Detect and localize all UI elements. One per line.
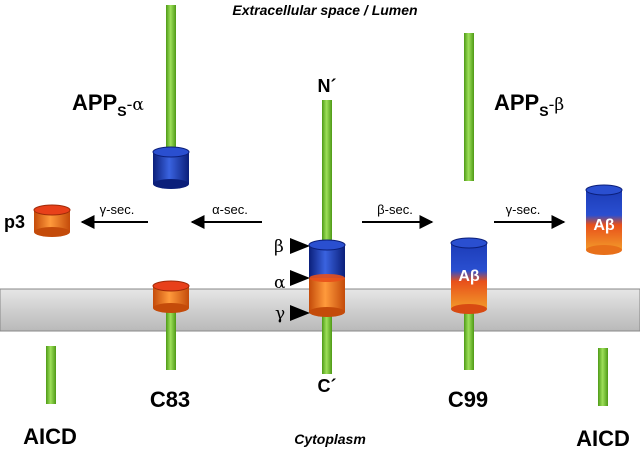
appsa-blue-cylinder — [152, 146, 190, 189]
gamma-sec-right-label: γ-sec. — [506, 202, 541, 217]
c99-stalk — [464, 306, 474, 370]
appsb-label: APPS-β — [494, 90, 564, 119]
appsa-label: APPS-α — [72, 90, 144, 119]
beta-sec-label: β-sec. — [377, 202, 413, 217]
extracellular-label: Extracellular space / Lumen — [232, 2, 417, 18]
app-abeta-cylinder — [308, 239, 346, 317]
beta-site-marker — [290, 238, 310, 254]
gamma-site-label: γ — [275, 304, 285, 324]
app-stalk-top — [322, 100, 332, 245]
c-terminus-label: C´ — [318, 376, 337, 396]
p3-cylinder — [33, 204, 71, 237]
alpha-site-label: α — [274, 273, 286, 293]
c83-cylinder — [152, 280, 190, 313]
beta-site-label: β — [274, 237, 284, 257]
aicd-left-label: AICD — [23, 424, 77, 449]
c99-abeta-cylinder — [450, 237, 488, 314]
gamma-sec-left-label: γ-sec. — [100, 202, 135, 217]
gamma-site-marker — [290, 305, 310, 321]
aicd-right-label: AICD — [576, 426, 630, 451]
cytoplasm-label: Cytoplasm — [294, 431, 366, 447]
abeta-free-cylinder — [585, 184, 623, 255]
alpha-site-marker — [290, 270, 310, 286]
n-terminus-label: N´ — [318, 76, 337, 96]
appsa-stalk — [166, 5, 176, 153]
c99-abeta-label: Aβ — [458, 268, 480, 285]
c99-label: C99 — [448, 387, 488, 412]
abeta-free-label: Aβ — [593, 217, 615, 234]
alpha-sec-label: α-sec. — [212, 202, 248, 217]
app-stalk-bottom — [322, 312, 332, 374]
p3-label: p3 — [4, 212, 25, 232]
aicd-right-stalk — [598, 348, 608, 406]
aicd-left-stalk — [46, 346, 56, 404]
c83-label: C83 — [150, 387, 190, 412]
appsb-stalk — [464, 33, 474, 181]
c83-stalk — [166, 304, 176, 370]
